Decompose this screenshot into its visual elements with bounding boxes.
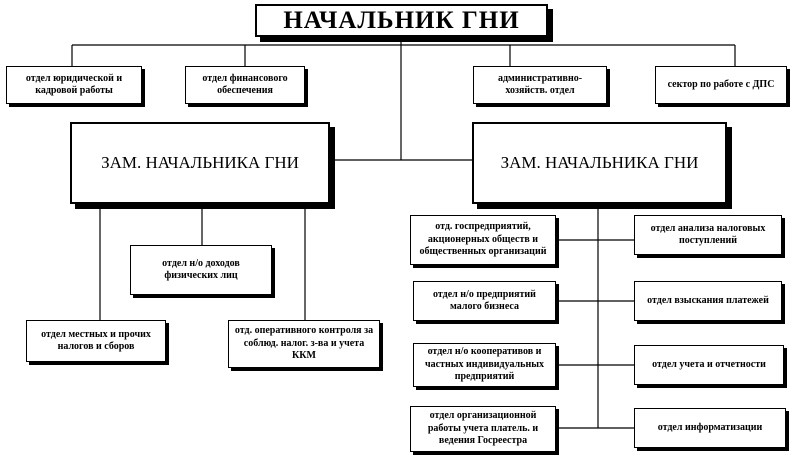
deputy-right-box: ЗАМ. НАЧАЛЬНИКА ГНИ xyxy=(472,122,727,204)
dept-label: отд. оперативного контроля за соблюд. на… xyxy=(234,325,374,362)
dept-operational-control: отд. оперативного контроля за соблюд. на… xyxy=(228,320,380,368)
dept-informatization: отдел информатизации xyxy=(634,408,786,448)
dept-label: отдел информатизации xyxy=(657,421,763,433)
dept-collection: отдел взыскания платежей xyxy=(634,281,782,321)
dept-organizational-registry: отдел организационной работы учета плате… xyxy=(410,406,556,452)
dept-local-taxes: отдел местных и прочих налогов и сборов xyxy=(26,320,166,362)
dept-label: административно-хозяйств. отдел xyxy=(497,72,583,97)
dept-label: отдел юридической и кадровой работы xyxy=(25,72,123,97)
dept-label: отдел н/о доходов физических лиц xyxy=(162,257,240,282)
dept-label: отд. госпредприятий, акционерных обществ… xyxy=(419,221,547,258)
dept-label: отдел анализа налоговых поступлений xyxy=(650,222,766,247)
dept-label: отдел н/о предприятий малого бизнеса xyxy=(433,288,536,313)
dept-label: отдел н/о кооперативов и частных индивид… xyxy=(424,346,545,383)
dept-accounting: отдел учета и отчетности xyxy=(634,345,784,385)
dept-individual-income: отдел н/о доходов физических лиц xyxy=(130,245,272,295)
chief-title: НАЧАЛЬНИК ГНИ xyxy=(283,6,520,34)
dept-label: отдел организационной работы учета плате… xyxy=(427,410,539,447)
dept-admin-household: административно-хозяйств. отдел xyxy=(473,66,607,104)
deputy-right-title: ЗАМ. НАЧАЛЬНИКА ГНИ xyxy=(500,153,699,173)
dept-label: сектор по работе с ДПС xyxy=(667,78,775,90)
dept-cooperatives: отдел н/о кооперативов и частных индивид… xyxy=(413,343,556,387)
dept-state-enterprises: отд. госпредприятий, акционерных обществ… xyxy=(410,215,556,265)
dept-legal-hr: отдел юридической и кадровой работы xyxy=(6,66,142,104)
dept-tax-analysis: отдел анализа налоговых поступлений xyxy=(634,215,782,255)
dept-label: отдел местных и прочих налогов и сборов xyxy=(41,328,151,353)
dept-label: отдел финансового обеспечения xyxy=(202,72,288,97)
dept-dps-sector: сектор по работе с ДПС xyxy=(655,66,787,104)
dept-small-business: отдел н/о предприятий малого бизнеса xyxy=(413,281,556,321)
deputy-left-title: ЗАМ. НАЧАЛЬНИКА ГНИ xyxy=(101,153,299,173)
deputy-left-box: ЗАМ. НАЧАЛЬНИКА ГНИ xyxy=(70,122,330,204)
dept-label: отдел взыскания платежей xyxy=(647,294,769,306)
chief-box: НАЧАЛЬНИК ГНИ xyxy=(255,4,548,37)
dept-finance: отдел финансового обеспечения xyxy=(185,66,305,104)
dept-label: отдел учета и отчетности xyxy=(652,358,766,370)
